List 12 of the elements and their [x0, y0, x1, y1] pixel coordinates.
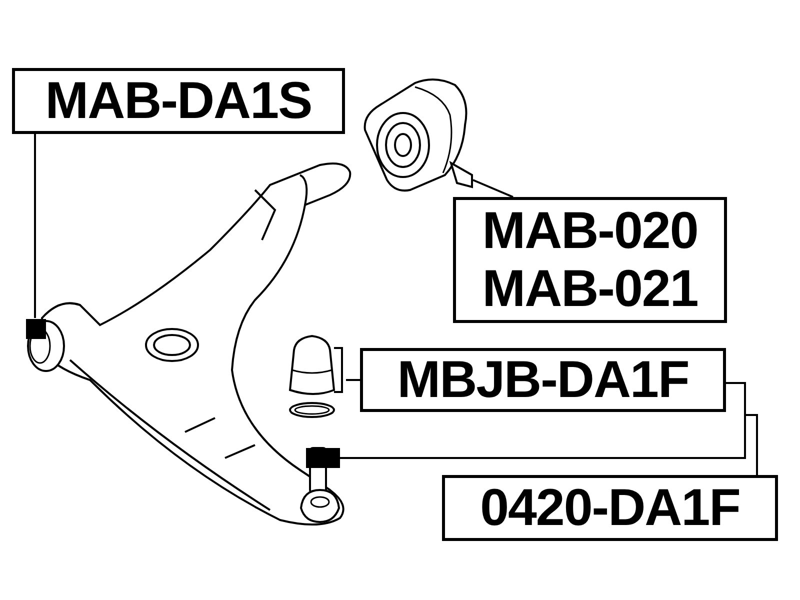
part-number: MBJB-DA1F: [397, 351, 689, 409]
part-number: MAB-DA1S: [45, 72, 312, 130]
leader-line: [34, 134, 36, 318]
part-number-box: [442, 475, 778, 541]
leader-line: [346, 379, 360, 381]
part-number-box: [12, 68, 345, 134]
part-number: MAB-021: [482, 260, 698, 318]
part-number-box: [360, 348, 726, 412]
part-number: 0420-DA1F: [480, 479, 740, 537]
part-number: MAB-020: [482, 202, 698, 260]
leader-line: [472, 179, 514, 198]
part-number-box: [453, 197, 727, 323]
